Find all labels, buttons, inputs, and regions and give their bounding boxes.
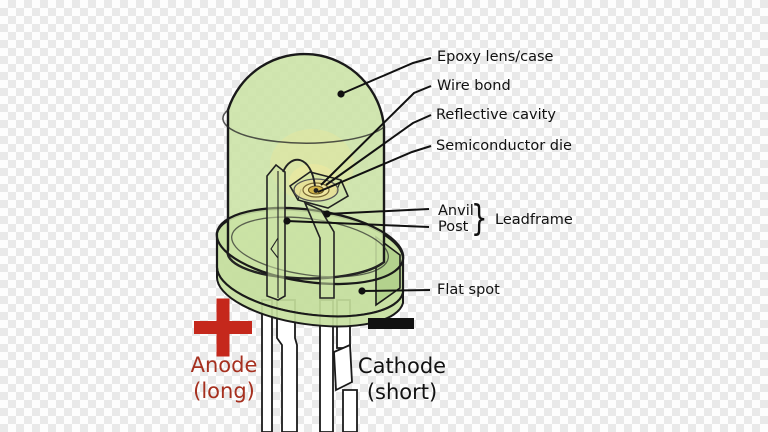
- dot-epoxy: [337, 90, 345, 98]
- wire-bond-curve: [282, 158, 316, 187]
- label-epoxy-lens: Epoxy lens/case: [437, 49, 554, 65]
- anvil-arm: [303, 201, 335, 299]
- label-post: Post: [438, 219, 469, 235]
- leader-anvil: [326, 208, 430, 215]
- leader-epoxy: [340, 57, 432, 95]
- cathode-minus-icon: [368, 318, 414, 329]
- anode-lead: [261, 299, 298, 432]
- label-semiconductor-die: Semiconductor die: [436, 138, 572, 154]
- dot-anvil: [323, 210, 331, 218]
- leader-flat-spot: [361, 289, 431, 292]
- anode-plus-icon: [194, 298, 252, 357]
- cathode-lead: [319, 299, 358, 432]
- cylinder-bottom-arc: [226, 249, 385, 280]
- leadframe-bracket: }: [471, 198, 488, 239]
- label-reflective-cavity: Reflective cavity: [436, 107, 556, 123]
- leader-semiconductor-die: [317, 145, 432, 193]
- anode-note: (long): [193, 379, 255, 404]
- anode-name: Anode: [190, 353, 258, 377]
- dot-flat-spot: [358, 287, 366, 295]
- cathode-name: Cathode: [357, 354, 447, 378]
- cathode-lead-lower-strip: [342, 389, 358, 432]
- leader-wire-bond: [320, 85, 432, 186]
- cathode-lead-crimp: [333, 343, 353, 392]
- leader-reflective-cavity: [325, 114, 432, 186]
- label-leadframe: Leadframe: [495, 212, 573, 228]
- post-shape: [266, 163, 286, 301]
- label-anode: Anode (long): [184, 352, 264, 404]
- dot-post: [283, 217, 291, 225]
- semiconductor-die-dot: [313, 188, 319, 193]
- label-flat-spot: Flat spot: [437, 282, 500, 298]
- leader-post: [286, 220, 430, 228]
- leader-dots: [283, 90, 366, 295]
- flange-rim: [215, 266, 404, 328]
- post-notch: [270, 237, 279, 259]
- cathode-note: (short): [366, 380, 438, 405]
- dome-base-arc: [222, 109, 385, 144]
- label-cathode: Cathode (short): [356, 353, 448, 405]
- leader-lines: [286, 57, 432, 292]
- label-anvil: Anvil: [438, 203, 474, 219]
- label-wire-bond: Wire bond: [437, 78, 511, 94]
